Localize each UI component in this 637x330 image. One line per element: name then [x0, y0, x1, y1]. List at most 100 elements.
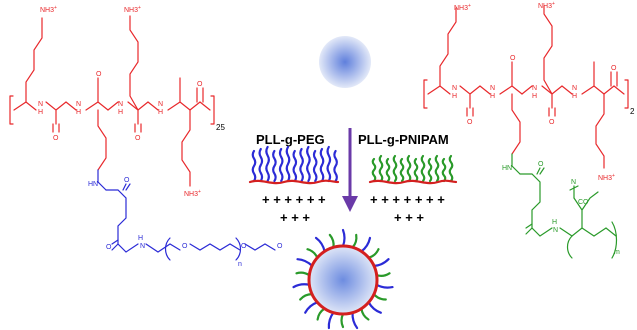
left-nh-2: N [76, 101, 81, 108]
pnipam-brush-chain [413, 157, 419, 183]
left-peg-o1: O [182, 243, 188, 250]
left-amine-top-1: NH3+ [40, 5, 57, 14]
peg-brush-chain [326, 145, 332, 183]
peg-brush-chain [278, 147, 284, 183]
left-nh-1-h: H [38, 109, 43, 116]
peg-brush-chain [265, 145, 270, 183]
peg-charges-row-1: + + + + + + [262, 192, 326, 207]
left-linker-hn: HN [88, 181, 98, 188]
pnipam-brush-chain [441, 157, 447, 183]
pll-g-pnipam-brush [368, 154, 458, 185]
right-pnipam-h: H [552, 219, 557, 226]
coated-particle-core [307, 244, 379, 316]
right-pnipam-chain [511, 153, 618, 259]
right-nh-4: N [572, 85, 577, 92]
pnipam-charges-row-1: + + + + + + + [370, 192, 445, 207]
peg-brush-chain [299, 147, 304, 183]
coat-peg-chain [304, 301, 319, 314]
left-nh-4-h: H [158, 109, 163, 116]
coat-peg-chain [360, 236, 372, 253]
pnipam-brush-chain [371, 157, 377, 183]
right-linker-o: O [538, 161, 544, 168]
coat-peg-chain [314, 236, 326, 253]
peg-brush-chain [272, 149, 277, 183]
pnipam-brush-chain [385, 157, 391, 183]
right-pnipam-n2: N [571, 179, 576, 186]
coat-pnipam-chain [295, 271, 311, 277]
pll-g-pnipam-structure: NH3+ NH3+ NH3+ N H N H N H N H O O O O 2… [423, 1, 635, 259]
coat-peg-chain [372, 258, 390, 267]
left-oxygen-1: O [53, 135, 59, 142]
right-oxygen-3: O [611, 65, 617, 72]
right-nh-3: N [532, 85, 537, 92]
left-oxygen-3: O [197, 81, 203, 88]
assembly-scheme: PLL-g-PEG PLL-g-PNIPAM + + + + + + + + +… [248, 36, 458, 330]
left-linker-o1: O [124, 177, 130, 184]
left-oxygen-2: O [135, 135, 141, 142]
left-nh-4: N [158, 101, 163, 108]
peg-brush-chain [292, 149, 298, 183]
peg-brush-chain [285, 145, 291, 183]
left-repeat-25: 25 [216, 123, 225, 132]
peg-brush-chain [312, 149, 318, 183]
right-pnipam-n: N [553, 227, 558, 234]
right-amine-top-2: NH3+ [538, 1, 555, 10]
left-atom-labels: NH3+ NH3+ NH3+ N H N H N H N H O O O O 2… [38, 5, 283, 268]
coat-pnipam-chain [316, 307, 326, 321]
coat-peg-chain [351, 311, 359, 330]
right-nh-2-h: H [490, 93, 495, 100]
pnipam-brush-chain [399, 157, 405, 183]
right-nh-2: N [490, 85, 495, 92]
coat-pnipam-chain [340, 312, 345, 329]
right-nh-4-h: H [572, 93, 577, 100]
left-nh-3: N [118, 101, 123, 108]
left-peg-o3: O [277, 243, 283, 250]
pnipam-brush-chain [378, 154, 384, 183]
coat-pnipam-chain [351, 233, 358, 249]
right-atom-labels: NH3+ NH3+ NH3+ N H N H N H N H O O O O 2… [452, 1, 635, 256]
right-amine-bottom: NH3+ [598, 173, 615, 182]
right-linker-hn: HN [502, 165, 512, 172]
left-nh-1: N [38, 101, 43, 108]
pnipam-brush-chain [420, 154, 426, 183]
right-pnipam-repeat-m: m [614, 249, 620, 256]
left-peg-o2: O [241, 243, 247, 250]
coat-peg-chain [296, 258, 314, 267]
left-amine-bottom: NH3+ [184, 189, 201, 198]
coat-pnipam-chain [372, 293, 387, 301]
left-peg-h: H [138, 235, 143, 242]
coated-particle [292, 228, 394, 330]
coat-peg-chain [375, 283, 394, 289]
pll-g-peg-brush [248, 145, 340, 185]
right-pll-backbone [423, 5, 629, 169]
right-oxygen-1: O [467, 119, 473, 126]
left-nh-3-h: H [118, 109, 123, 116]
left-peg-chain [97, 169, 276, 261]
left-oxygen-4: O [96, 71, 102, 78]
right-oxygen-2: O [549, 119, 555, 126]
peg-brush-chain [319, 147, 325, 183]
coat-pnipam-chain [375, 272, 391, 277]
pnipam-brush-chain [427, 157, 433, 183]
left-nh-2-h: H [76, 109, 81, 116]
left-peg-repeat-n: n [238, 261, 242, 268]
coat-pnipam-chain [360, 307, 370, 321]
pnipam-brush-chain [448, 154, 454, 183]
left-peg-n: N [140, 243, 145, 250]
right-oxygen-4: O [510, 55, 516, 62]
right-nh-3-h: H [532, 93, 537, 100]
right-repeat-2: 2 [630, 107, 635, 116]
left-pll-backbone [9, 15, 215, 187]
peg-brush-chain [251, 149, 257, 183]
coat-pnipam-chain [306, 248, 319, 259]
coat-pnipam-chain [367, 248, 380, 259]
left-linker-o2: O [106, 244, 112, 251]
label-pll-g-pnipam: PLL-g-PNIPAM [358, 132, 449, 147]
pnipam-brush-chain [434, 154, 440, 183]
pnipam-brush-chain [406, 154, 412, 183]
pnipam-brush-chain [392, 154, 398, 183]
peg-brush-chain [306, 145, 311, 183]
coat-pnipam-chain [299, 293, 314, 301]
right-nh-1-h: H [452, 93, 457, 100]
